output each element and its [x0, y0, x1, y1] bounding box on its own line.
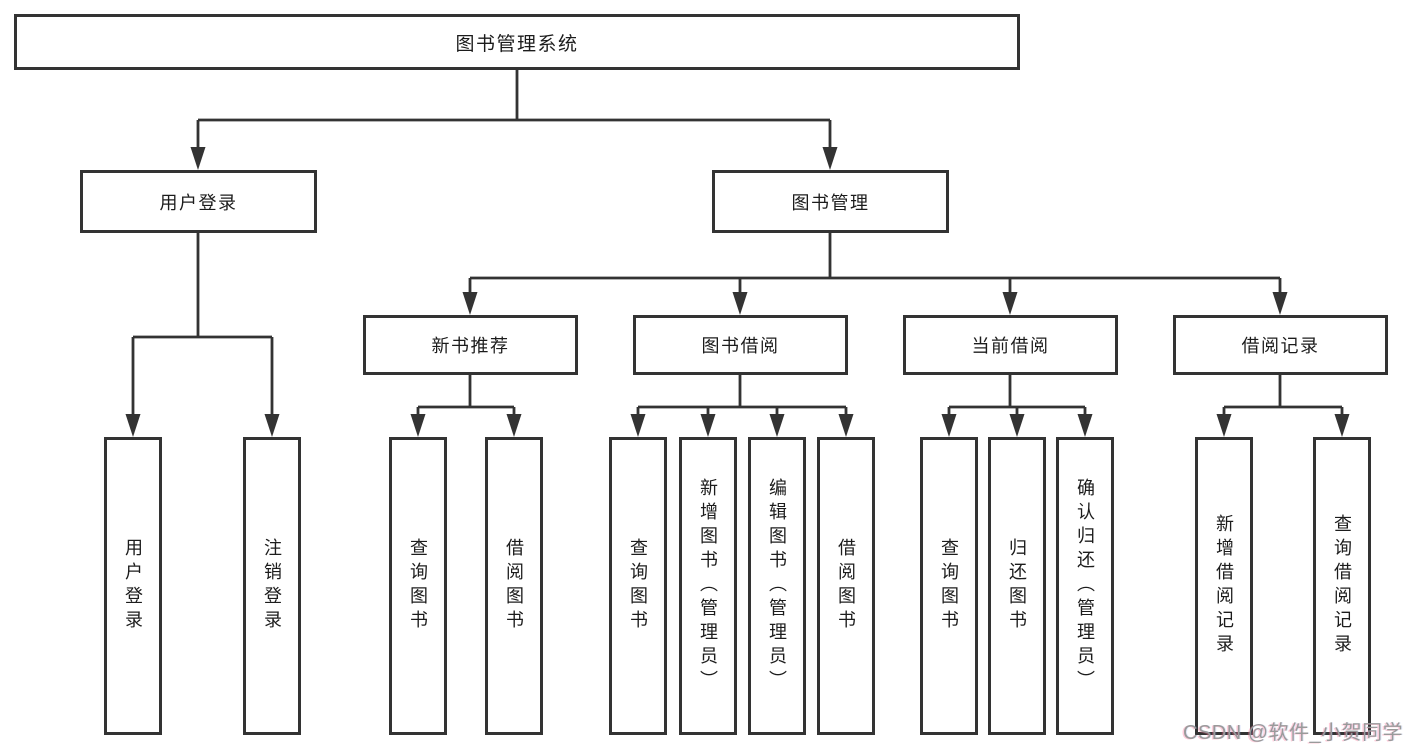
arrowhead-record-add — [1216, 414, 1232, 437]
arrowhead-cur-return — [1009, 414, 1025, 437]
leaf-borrow-borrow-book-label: 借阅图书 — [836, 538, 856, 634]
leaf-borrow-edit-book-admin: 编辑图书（管理员） — [748, 437, 806, 735]
node-book-borrow-label: 图书借阅 — [701, 336, 780, 356]
node-new-book-recommend: 新书推荐 — [363, 315, 578, 375]
leaf-user-login: 用户登录 — [104, 437, 162, 735]
node-book-management-label: 图书管理 — [791, 192, 870, 213]
arrowhead-login — [190, 147, 206, 170]
arrowhead-borrow-edit — [769, 414, 785, 437]
node-book-borrow: 图书借阅 — [633, 315, 848, 375]
leaf-current-confirm-return-admin: 确认归还（管理员） — [1056, 437, 1114, 735]
arrowhead-current — [1002, 292, 1018, 315]
leaf-user-login-label: 用户登录 — [123, 538, 143, 634]
csdn-watermark: CSDN @软件_小贺同学 — [1183, 722, 1404, 744]
arrowhead-cur-query — [941, 414, 957, 437]
leaf-record-add-borrow-record-label: 新增借阅记录 — [1214, 514, 1234, 658]
arrowhead-record-query — [1334, 414, 1350, 437]
arrowhead-rec-query — [410, 414, 426, 437]
node-book-management: 图书管理 — [712, 170, 949, 233]
leaf-current-return-book-label: 归还图书 — [1007, 538, 1027, 634]
node-borrow-record-label: 借阅记录 — [1241, 336, 1320, 356]
leaf-borrow-query-book-label: 查询图书 — [628, 538, 648, 634]
node-current-borrow-label: 当前借阅 — [971, 336, 1050, 356]
arrowhead-record — [1272, 292, 1288, 315]
node-root-label: 图书管理系统 — [455, 33, 579, 55]
arrowhead-borrow-add — [700, 414, 716, 437]
leaf-record-add-borrow-record: 新增借阅记录 — [1195, 437, 1253, 735]
leaf-rec-query-book: 查询图书 — [389, 437, 447, 735]
arrowhead-borrow — [732, 292, 748, 315]
arrowhead-borrow-borrow — [838, 414, 854, 437]
leaf-record-query-borrow-record-label: 查询借阅记录 — [1332, 514, 1352, 658]
node-new-book-recommend-label: 新书推荐 — [431, 336, 510, 356]
leaf-borrow-query-book: 查询图书 — [609, 437, 667, 735]
arrowhead-login-logout — [264, 414, 280, 437]
arrowhead-rec — [462, 292, 478, 315]
arrowhead-mgmt — [822, 147, 838, 170]
leaf-current-return-book: 归还图书 — [988, 437, 1046, 735]
leaf-current-query-book: 查询图书 — [920, 437, 978, 735]
leaf-rec-query-book-label: 查询图书 — [408, 538, 428, 634]
node-root: 图书管理系统 — [14, 14, 1020, 70]
leaf-current-confirm-return-admin-label: 确认归还（管理员） — [1075, 478, 1095, 694]
node-borrow-record: 借阅记录 — [1173, 315, 1388, 375]
arrowhead-borrow-query — [630, 414, 646, 437]
leaf-borrow-edit-book-admin-label: 编辑图书（管理员） — [767, 478, 787, 694]
arrowhead-cur-confirm — [1077, 414, 1093, 437]
leaf-borrow-add-book-admin-label: 新增图书（管理员） — [698, 478, 718, 694]
leaf-borrow-add-book-admin: 新增图书（管理员） — [679, 437, 737, 735]
node-current-borrow: 当前借阅 — [903, 315, 1118, 375]
node-user-login: 用户登录 — [80, 170, 317, 233]
leaf-borrow-borrow-book: 借阅图书 — [817, 437, 875, 735]
leaf-rec-borrow-book-label: 借阅图书 — [504, 538, 524, 634]
arrowhead-rec-borrow — [506, 414, 522, 437]
leaf-current-query-book-label: 查询图书 — [939, 538, 959, 634]
leaf-rec-borrow-book: 借阅图书 — [485, 437, 543, 735]
leaf-logout-login: 注销登录 — [243, 437, 301, 735]
node-user-login-label: 用户登录 — [159, 192, 238, 213]
arrowhead-login-user — [125, 414, 141, 437]
leaf-record-query-borrow-record: 查询借阅记录 — [1313, 437, 1371, 735]
leaf-logout-login-label: 注销登录 — [262, 538, 282, 634]
